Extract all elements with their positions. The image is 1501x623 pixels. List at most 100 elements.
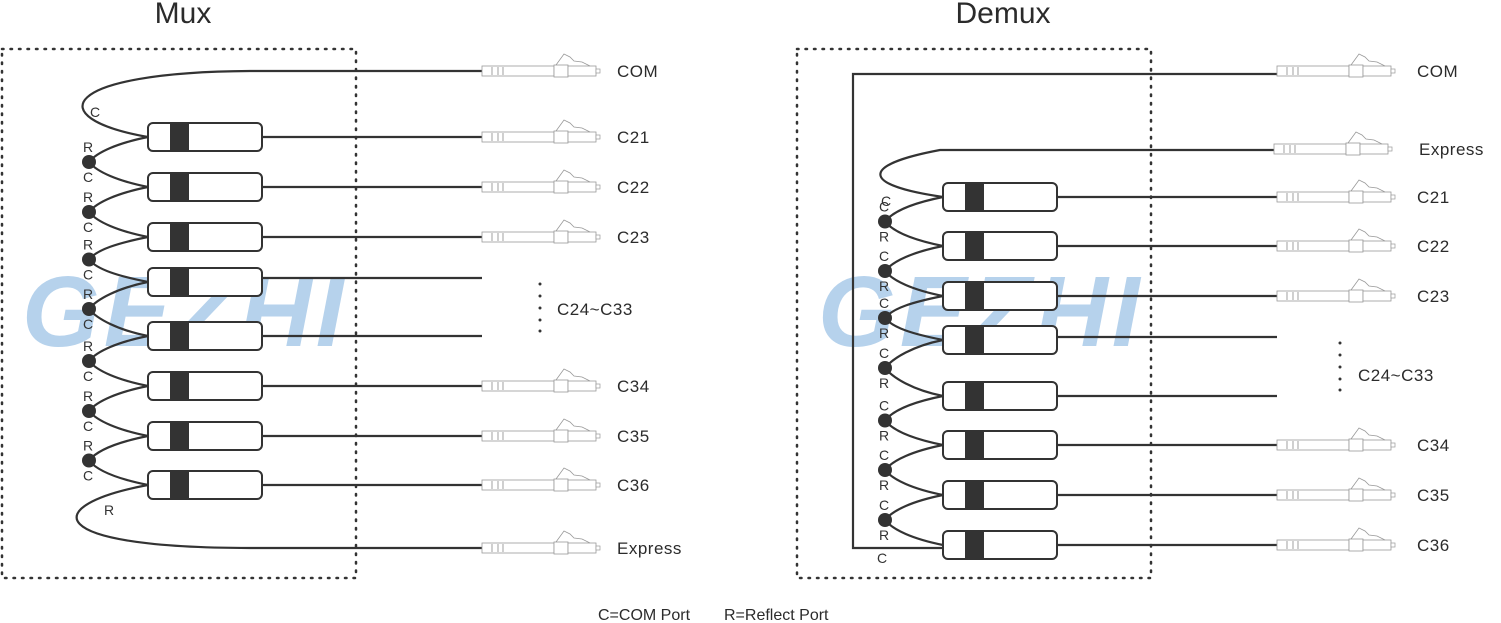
demux-express-fiber bbox=[879, 148, 1277, 199]
splice-dot bbox=[878, 513, 892, 527]
splice-dot bbox=[878, 214, 892, 229]
mux-express-fiber bbox=[75, 483, 485, 550]
mux-com-label: COM bbox=[617, 62, 658, 81]
filter-body bbox=[147, 172, 263, 202]
lc-connector-icon bbox=[1276, 527, 1396, 552]
filter-body bbox=[942, 430, 1058, 460]
com-fiber bbox=[884, 519, 944, 547]
filter-unit: CR bbox=[878, 231, 1058, 298]
channel-label: C21 bbox=[1417, 188, 1450, 207]
filter-unit: CR bbox=[878, 381, 1058, 447]
port-label: C bbox=[83, 219, 93, 235]
reflect-fiber bbox=[88, 185, 149, 213]
filter-body bbox=[147, 122, 263, 152]
filter-unit: CR bbox=[878, 430, 1058, 497]
channel-label: C34 bbox=[617, 377, 650, 396]
port-label: R bbox=[879, 325, 889, 341]
port-label: R bbox=[83, 139, 93, 155]
lc-connector-icon bbox=[481, 169, 601, 194]
channel-label: C35 bbox=[617, 427, 650, 446]
filter-element bbox=[170, 268, 189, 296]
reflect-fiber bbox=[88, 135, 149, 163]
splice-dot bbox=[82, 404, 96, 418]
filter-unit: RC bbox=[82, 222, 263, 284]
filter-element bbox=[170, 471, 189, 499]
filter-body bbox=[147, 222, 263, 252]
reflect-fiber bbox=[884, 443, 944, 471]
splice-dot bbox=[878, 361, 892, 375]
lc-connector-icon bbox=[481, 219, 601, 244]
filter-element bbox=[965, 481, 984, 509]
filter-unit: RC bbox=[82, 421, 263, 487]
filter-element bbox=[965, 531, 984, 559]
demux-express-label: Express bbox=[1419, 140, 1484, 159]
com-fiber bbox=[884, 220, 944, 248]
channel-label: C21 bbox=[617, 128, 650, 147]
com-fiber bbox=[88, 459, 149, 487]
filter-unit: RC bbox=[82, 122, 263, 189]
mux-com-connector-icon bbox=[481, 53, 601, 78]
filter-unit: RC bbox=[82, 172, 263, 239]
port-label: C bbox=[879, 345, 889, 361]
reflect-fiber bbox=[88, 384, 149, 412]
port-label: C bbox=[83, 368, 93, 384]
port-label: C bbox=[879, 447, 889, 463]
filter-element bbox=[965, 183, 984, 211]
filter-unit bbox=[942, 530, 1058, 560]
splice-dot bbox=[878, 264, 892, 278]
port-label: C bbox=[879, 295, 889, 311]
filter-element bbox=[170, 223, 189, 251]
mux-title: Mux bbox=[155, 0, 212, 30]
filter-unit: RC bbox=[82, 267, 263, 338]
mux-express-label-r: R bbox=[104, 502, 114, 518]
lc-connector-icon bbox=[481, 418, 601, 443]
channel-label: C36 bbox=[617, 476, 650, 495]
filter-element bbox=[170, 422, 189, 450]
filter-body bbox=[147, 470, 263, 500]
filter-element bbox=[965, 326, 984, 354]
splice-dot bbox=[82, 302, 96, 316]
lc-connector-icon bbox=[481, 368, 601, 393]
port-label: R bbox=[83, 438, 93, 454]
com-fiber bbox=[884, 469, 944, 497]
port-label: C bbox=[83, 418, 93, 434]
splice-dot bbox=[82, 205, 96, 219]
filter-unit bbox=[147, 470, 263, 500]
splice-dot bbox=[878, 463, 892, 477]
channel-label: C23 bbox=[1417, 287, 1450, 306]
filter-unit: CR bbox=[878, 281, 1058, 342]
demux-com-fiber bbox=[851, 72, 1277, 550]
mux-com-fiber bbox=[81, 69, 485, 139]
reflect-fiber bbox=[884, 394, 944, 422]
filter-unit: CR bbox=[878, 325, 1058, 398]
splice-dot bbox=[82, 252, 96, 267]
filter-element bbox=[170, 173, 189, 201]
com-fiber bbox=[884, 419, 944, 447]
port-label: R bbox=[83, 338, 93, 354]
port-label: R bbox=[879, 229, 889, 245]
port-label: C bbox=[879, 248, 889, 264]
com-fiber bbox=[88, 410, 149, 438]
port-label: C bbox=[879, 497, 889, 513]
filter-body bbox=[942, 480, 1058, 510]
splice-dot bbox=[878, 413, 892, 428]
legend-com: C=COM Port bbox=[598, 607, 691, 623]
port-label: R bbox=[83, 286, 93, 302]
port-label: R bbox=[879, 428, 889, 444]
channel-label: C34 bbox=[1417, 436, 1450, 455]
filter-unit: RC bbox=[82, 371, 263, 438]
demux-range-ellipsis bbox=[1338, 341, 1342, 392]
port-label: R bbox=[879, 477, 889, 493]
port-label: C bbox=[83, 468, 93, 484]
mux-range-ellipsis bbox=[538, 282, 542, 333]
port-label: R bbox=[879, 527, 889, 543]
port-label: C bbox=[83, 316, 93, 332]
mux-express-label: Express bbox=[617, 539, 682, 558]
demux-com-label-c: C bbox=[877, 550, 887, 566]
demux-express-label-c: C bbox=[881, 193, 891, 209]
